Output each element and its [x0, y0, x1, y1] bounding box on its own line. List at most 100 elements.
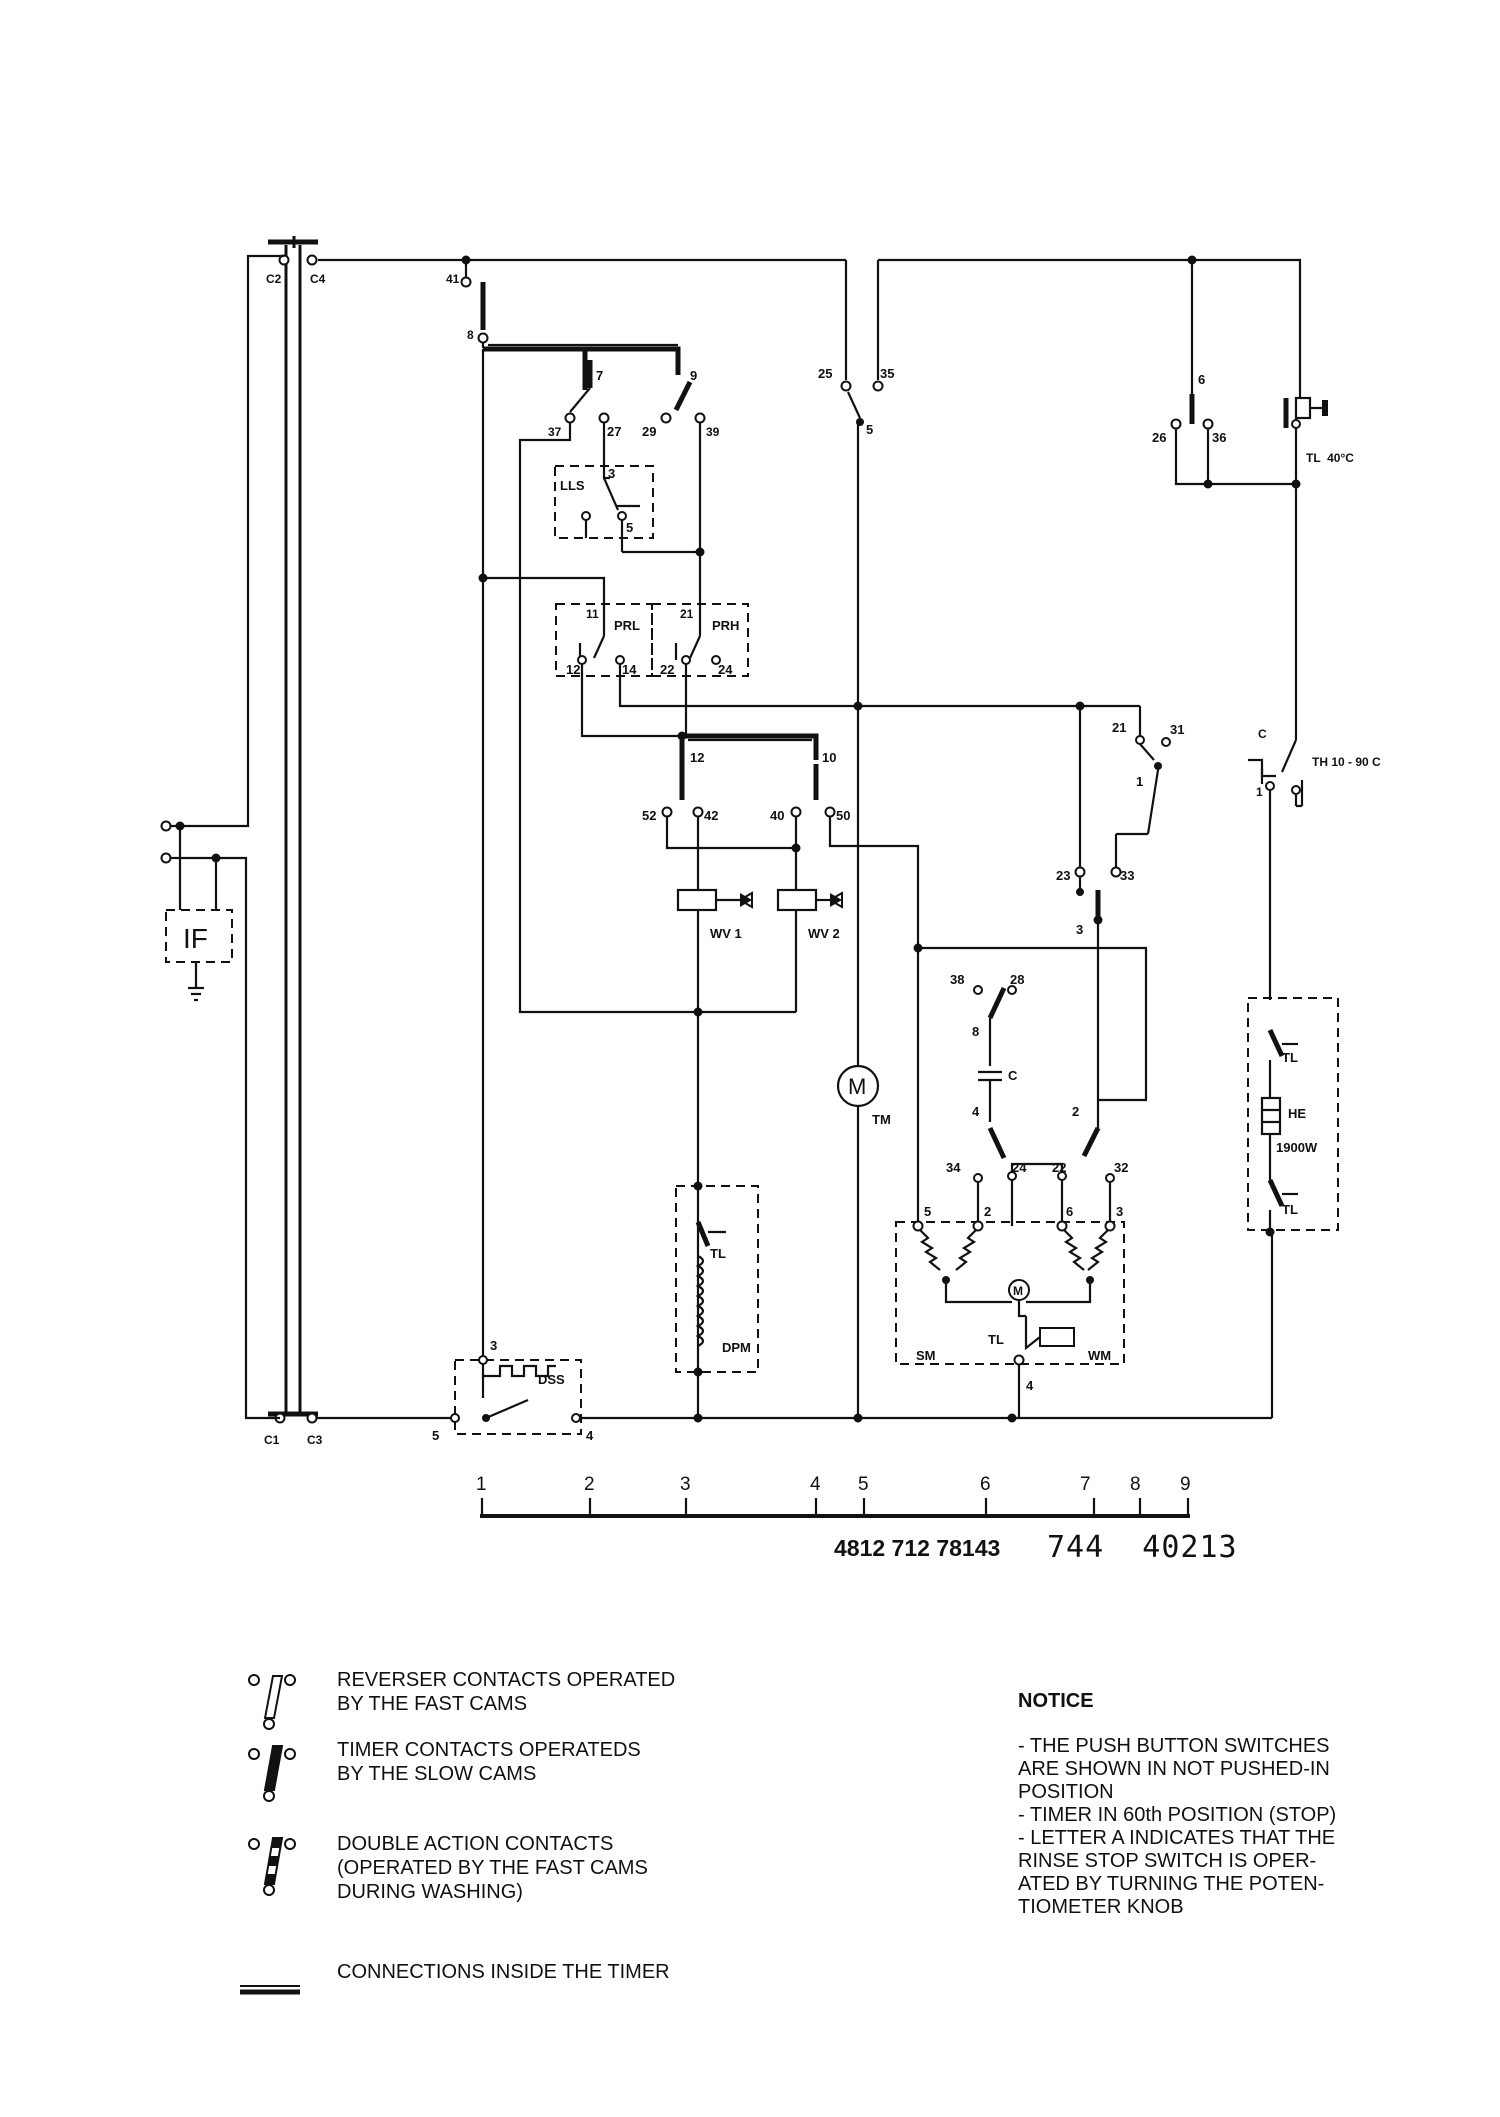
reverser-network [913, 943, 1148, 1230]
label-26: 26 [1152, 430, 1166, 445]
motor-sm-label: SM [916, 1348, 936, 1363]
heater-label: HE [1288, 1106, 1306, 1121]
label-9: 9 [690, 368, 697, 383]
interference-filter-label: IF [183, 923, 208, 954]
thermal-limiter-tl40-icon [1283, 390, 1328, 740]
notice-title: NOTICE [1018, 1690, 1094, 1712]
label-8: 8 [467, 328, 474, 342]
part-number: 4812 712 78143 [834, 1535, 1001, 1561]
motor-tl-label: TL [988, 1332, 1004, 1347]
level-switch-lls [518, 422, 796, 1014]
prh-label-24: 24 [718, 662, 733, 677]
water-valve-wv2-icon [776, 888, 843, 912]
ruler-tick-7: 7 [1080, 1474, 1091, 1495]
label-39: 39 [706, 425, 720, 439]
label-32: 32 [1114, 1160, 1128, 1175]
label-40: 40 [770, 808, 784, 823]
label-35: 35 [880, 366, 894, 381]
drain-pump-dpm [693, 1181, 726, 1423]
pressure-switch-prl [577, 635, 1080, 738]
ruler-tick-9: 9 [1180, 1474, 1191, 1495]
c4-terminal [306, 254, 318, 266]
label-25: 25 [818, 366, 832, 381]
legend-text-timer-slow: TIMER CONTACTS OPERATEDS BY THE SLOW CAM… [337, 1739, 641, 1785]
timer-contact-9 [660, 380, 706, 424]
door-safety-switch-dss-box [454, 1359, 582, 1435]
timer-contact-10 [790, 764, 920, 1012]
timer-contact-12 [661, 731, 819, 1418]
heater-tl-bottom-label: TL [1282, 1202, 1298, 1217]
timer-contact-21-31 [1075, 701, 1171, 868]
main-motor-windings [912, 1220, 1116, 1418]
motor-label-6: 6 [1066, 1204, 1073, 1219]
prl-label-14: 14 [622, 662, 637, 677]
label-27: 27 [607, 424, 621, 439]
timer-position-ruler [480, 1498, 1190, 1518]
label-21: 21 [1112, 720, 1126, 735]
internal-timer-connection-top [481, 343, 681, 1398]
main-motor-symbol: M [1013, 1284, 1023, 1298]
ruler-tick-1: 1 [476, 1474, 487, 1495]
door-interlock-switch [268, 236, 318, 1417]
prh-label-21: 21 [680, 607, 694, 621]
dpm-label: DPM [722, 1340, 751, 1355]
dss-label-3: 3 [490, 1338, 497, 1353]
capacitor-label: C [1008, 1068, 1018, 1083]
timer-motor-icon [836, 1064, 880, 1108]
ruler-tick-2: 2 [584, 1474, 595, 1495]
label-42: 42 [704, 808, 718, 823]
label-28: 28 [1010, 972, 1024, 987]
timer-contact-23-33 [1074, 832, 1148, 1132]
handwritten-code: 744 40213 [1047, 1530, 1238, 1565]
prl-label: PRL [614, 618, 640, 633]
lls-label-5: 5 [626, 520, 633, 535]
label-34: 34 [946, 1160, 961, 1175]
legend-item-timer-slow: TIMER CONTACTS OPERATEDS BY THE SLOW CAM… [240, 1738, 760, 1808]
double-action-contact-icon [248, 1837, 296, 1896]
motor-wm-label: WM [1088, 1348, 1111, 1363]
ruler-tick-3: 3 [680, 1474, 691, 1495]
prl-label-11: 11 [586, 607, 599, 621]
motor-label-4: 4 [1026, 1378, 1034, 1393]
label-52: 52 [642, 808, 656, 823]
label-22: 22 [1052, 1160, 1066, 1175]
legend-text-reverser: REVERSER CONTACTS OPERATED BY THE FAST C… [337, 1669, 676, 1715]
node-left-bus [478, 573, 606, 636]
c3-label: C3 [307, 1433, 323, 1447]
label-38: 38 [950, 972, 964, 987]
label-31: 31 [1170, 722, 1184, 737]
drain-pump-dpm-box [675, 1185, 759, 1373]
heater-power-label: 1900W [1276, 1140, 1318, 1155]
label-29: 29 [642, 424, 656, 439]
label-41: 41 [446, 272, 460, 286]
motor-label-5: 5 [924, 1204, 931, 1219]
legend-item-double-action: DOUBLE ACTION CONTACTS (OPERATED BY THE … [240, 1832, 760, 1903]
timer-motor-label: TM [872, 1112, 891, 1127]
notice-line-2: - TIMER IN 60th POSITION (STOP) [1018, 1804, 1337, 1826]
wiring-diagram: C2 C4 C1 C3 IF 41 8 [160, 236, 1381, 1518]
label-8b: 8 [972, 1024, 979, 1039]
motor-label-2: 2 [984, 1204, 991, 1219]
dpm-tl-label: TL [710, 1246, 726, 1261]
ruler-tick-8: 8 [1130, 1474, 1141, 1495]
thermostat-label: TH 10 - 90 C [1312, 755, 1381, 769]
label-4: 4 [972, 1104, 980, 1119]
legend-item-reverser: REVERSER CONTACTS OPERATED BY THE FAST C… [240, 1668, 760, 1738]
bottom-bus [316, 1232, 1274, 1423]
notice-block: NOTICE - THE PUSH BUTTON SWITCHES ARE SH… [1018, 1690, 1378, 1919]
label-5: 5 [866, 422, 873, 437]
mains-supply-wiring [160, 254, 284, 1420]
thermostat-label-1: 1 [1256, 785, 1263, 799]
thermostat-label-c: C [1258, 727, 1267, 741]
reverser-contact-icon [248, 1674, 296, 1730]
label-2: 2 [1072, 1104, 1079, 1119]
heater-element [1260, 1028, 1298, 1237]
legend-text-double-action: DOUBLE ACTION CONTACTS (OPERATED BY THE … [337, 1833, 648, 1903]
main-motor-box [895, 1221, 1125, 1365]
dss-label: DSS [538, 1372, 565, 1387]
notice-line-1: - THE PUSH BUTTON SWITCHES ARE SHOWN IN … [1018, 1735, 1330, 1803]
heater-box [1247, 997, 1339, 1231]
legend-text-timer-connections: CONNECTIONS INSIDE THE TIMER [337, 1961, 670, 1983]
wv1-label: WV 1 [710, 926, 742, 941]
door-safety-switch-dss [450, 1355, 581, 1423]
